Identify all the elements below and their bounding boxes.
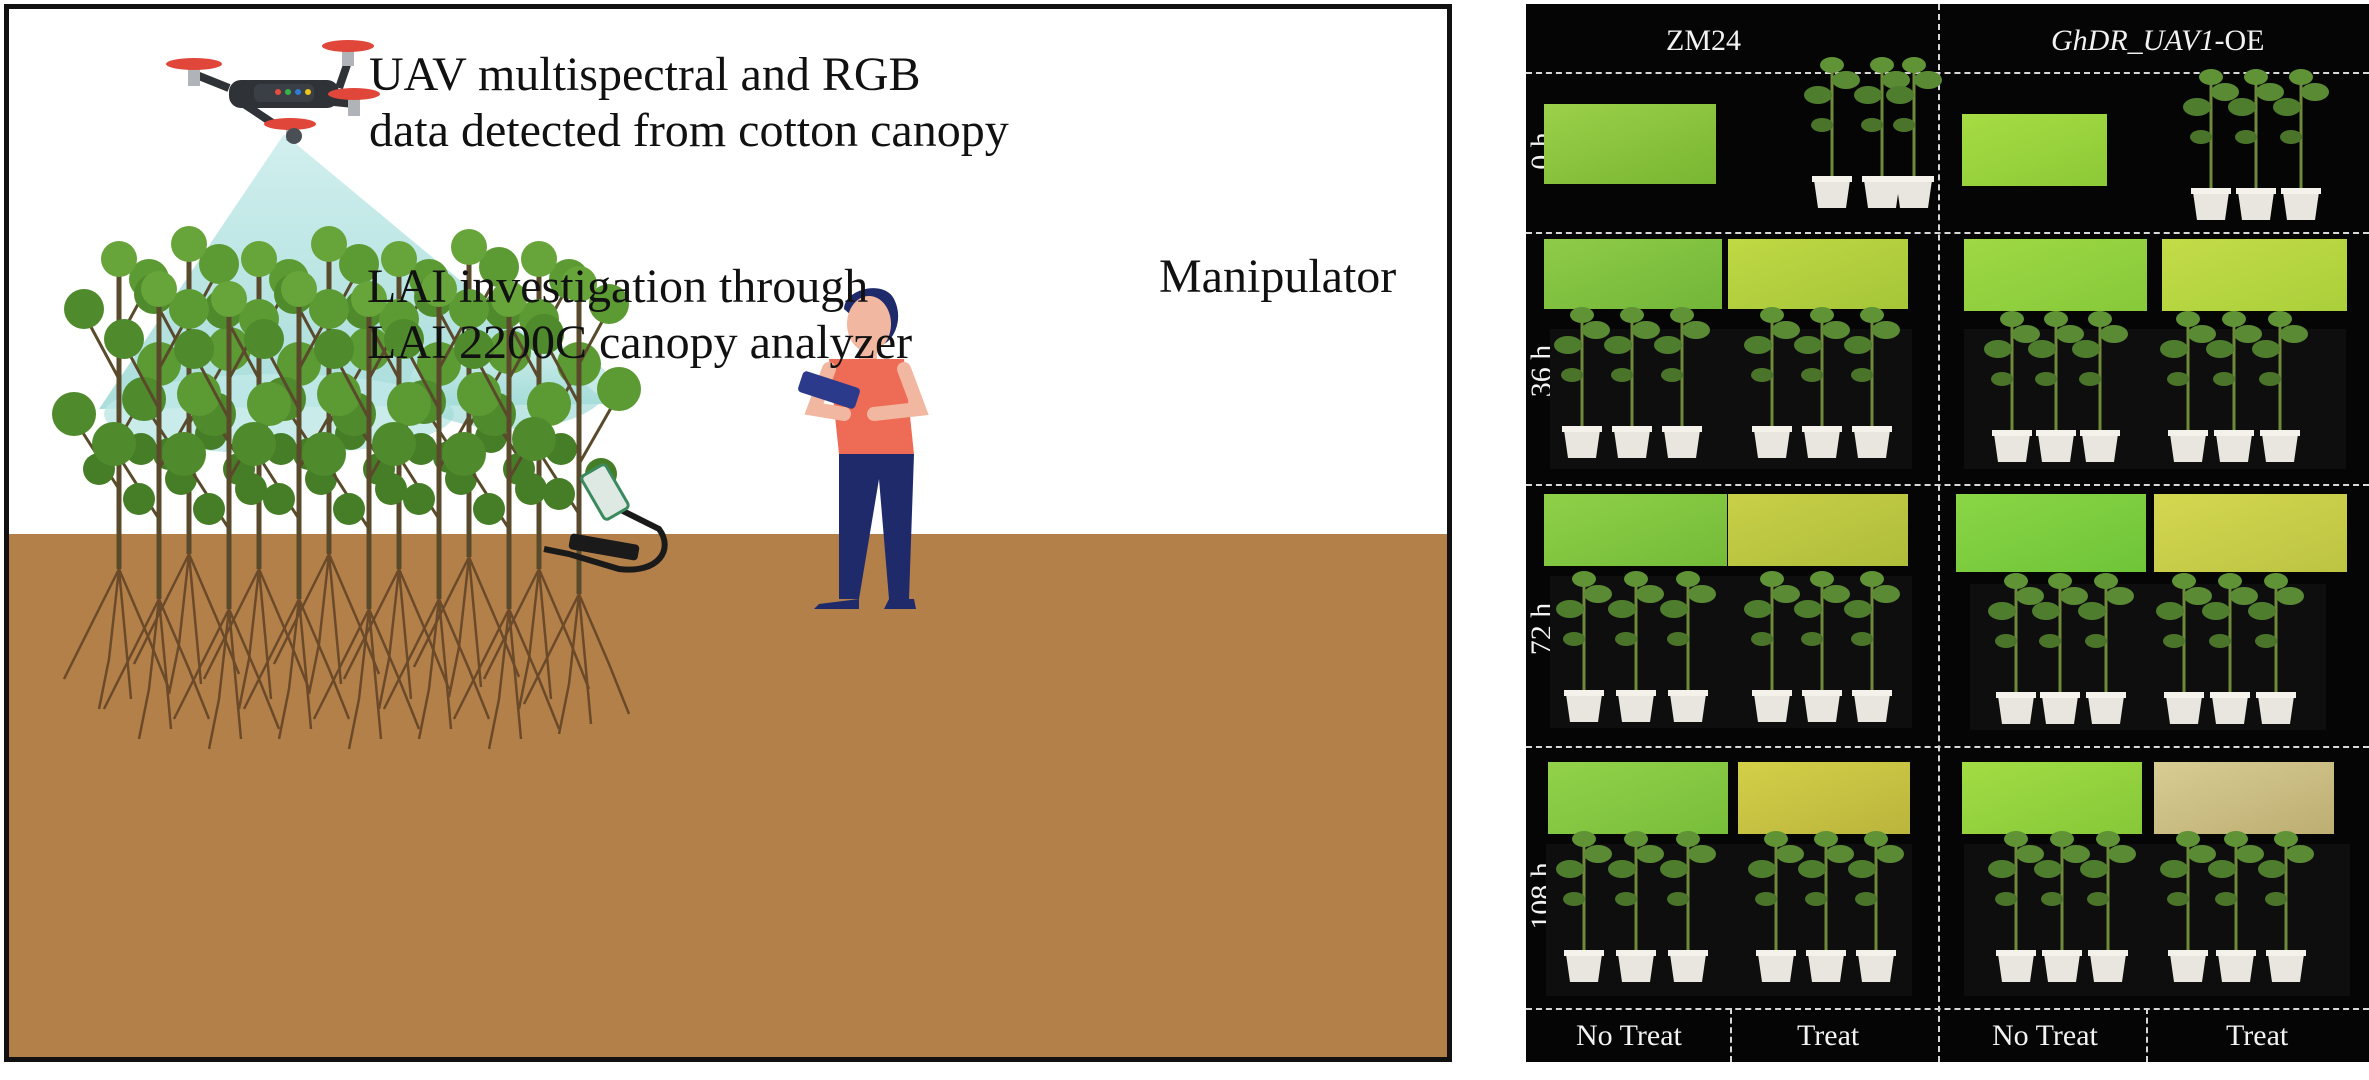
leaf-image-0h-oe [1962, 114, 2107, 186]
canopy-analyzer-icon [543, 463, 668, 573]
plant-photos [1546, 55, 2350, 996]
row-divider-108h [1526, 1008, 2369, 1010]
manipulator-label: Manipulator [1159, 250, 1397, 303]
lai-caption-line-2: LAI 2200C canopy analyzer [367, 316, 913, 369]
leaf-image-72h-zm24-notreat [1544, 494, 1727, 566]
row-divider-header [1526, 72, 2369, 74]
bottom-divider-right [2146, 1008, 2148, 1062]
leaf-image-36h-oe-treat [2162, 239, 2347, 311]
bottom-label-oe-notreat: No Treat [1992, 1019, 2098, 1052]
lai-caption-line-1: LAI investigation through [367, 260, 869, 313]
drone-icon [166, 40, 380, 144]
uav-caption-line-1: UAV multispectral and RGB [369, 48, 921, 101]
leaf-image-72h-zm24-treat [1728, 494, 1908, 566]
column-header-zm24: ZM24 [1666, 24, 1741, 57]
bottom-label-zm24-treat: Treat [1797, 1019, 1860, 1052]
leaf-image-108h-oe-treat [2154, 762, 2334, 834]
field-scene [9, 40, 1447, 1057]
leaf-image-72h-oe-notreat [1956, 494, 2146, 572]
bottom-divider-left [1730, 1008, 1732, 1062]
soil [9, 534, 1447, 1057]
uav-caption-line-2: data detected from cotton canopy [369, 104, 1009, 157]
leaf-image-108h-oe-notreat [1962, 762, 2142, 834]
row-divider-0h [1526, 232, 2369, 234]
leaf-image-36h-zm24-treat [1728, 239, 1908, 309]
column-header-oe: GhDR_UAV1-OE [2051, 24, 2264, 58]
uav-caption: UAV multispectral and RGB data detected … [369, 47, 1009, 159]
field-illustration-panel: UAV multispectral and RGB data detected … [4, 4, 1452, 1062]
leaf-image-36h-zm24-notreat [1544, 239, 1722, 309]
leaf-image-0h-zm24 [1544, 104, 1716, 184]
leaf-image-108h-zm24-notreat [1548, 762, 1728, 834]
gene-name: GhDR_UAV1 [2051, 24, 2215, 57]
leaf-image-108h-zm24-treat [1738, 762, 1910, 834]
row-divider-36h [1526, 484, 2369, 486]
plants-0h-zm24 [1802, 55, 1944, 210]
person-icon [798, 288, 929, 609]
column-divider [1938, 4, 1940, 1062]
leaf-image-72h-oe-treat [2154, 494, 2347, 572]
bottom-label-oe-treat: Treat [2226, 1019, 2289, 1052]
phenotype-panel: ZM24 GhDR_UAV1-OE 0 h 36 h 72 h 108 h [1526, 4, 2369, 1062]
bottom-label-zm24-notreat: No Treat [1576, 1019, 1682, 1052]
lai-caption: LAI investigation through LAI 2200C cano… [367, 259, 913, 371]
plants-0h-oe [2181, 67, 2331, 222]
gene-suffix: -OE [2214, 24, 2265, 57]
row-divider-72h [1526, 746, 2369, 748]
leaf-image-36h-oe-notreat [1964, 239, 2147, 311]
